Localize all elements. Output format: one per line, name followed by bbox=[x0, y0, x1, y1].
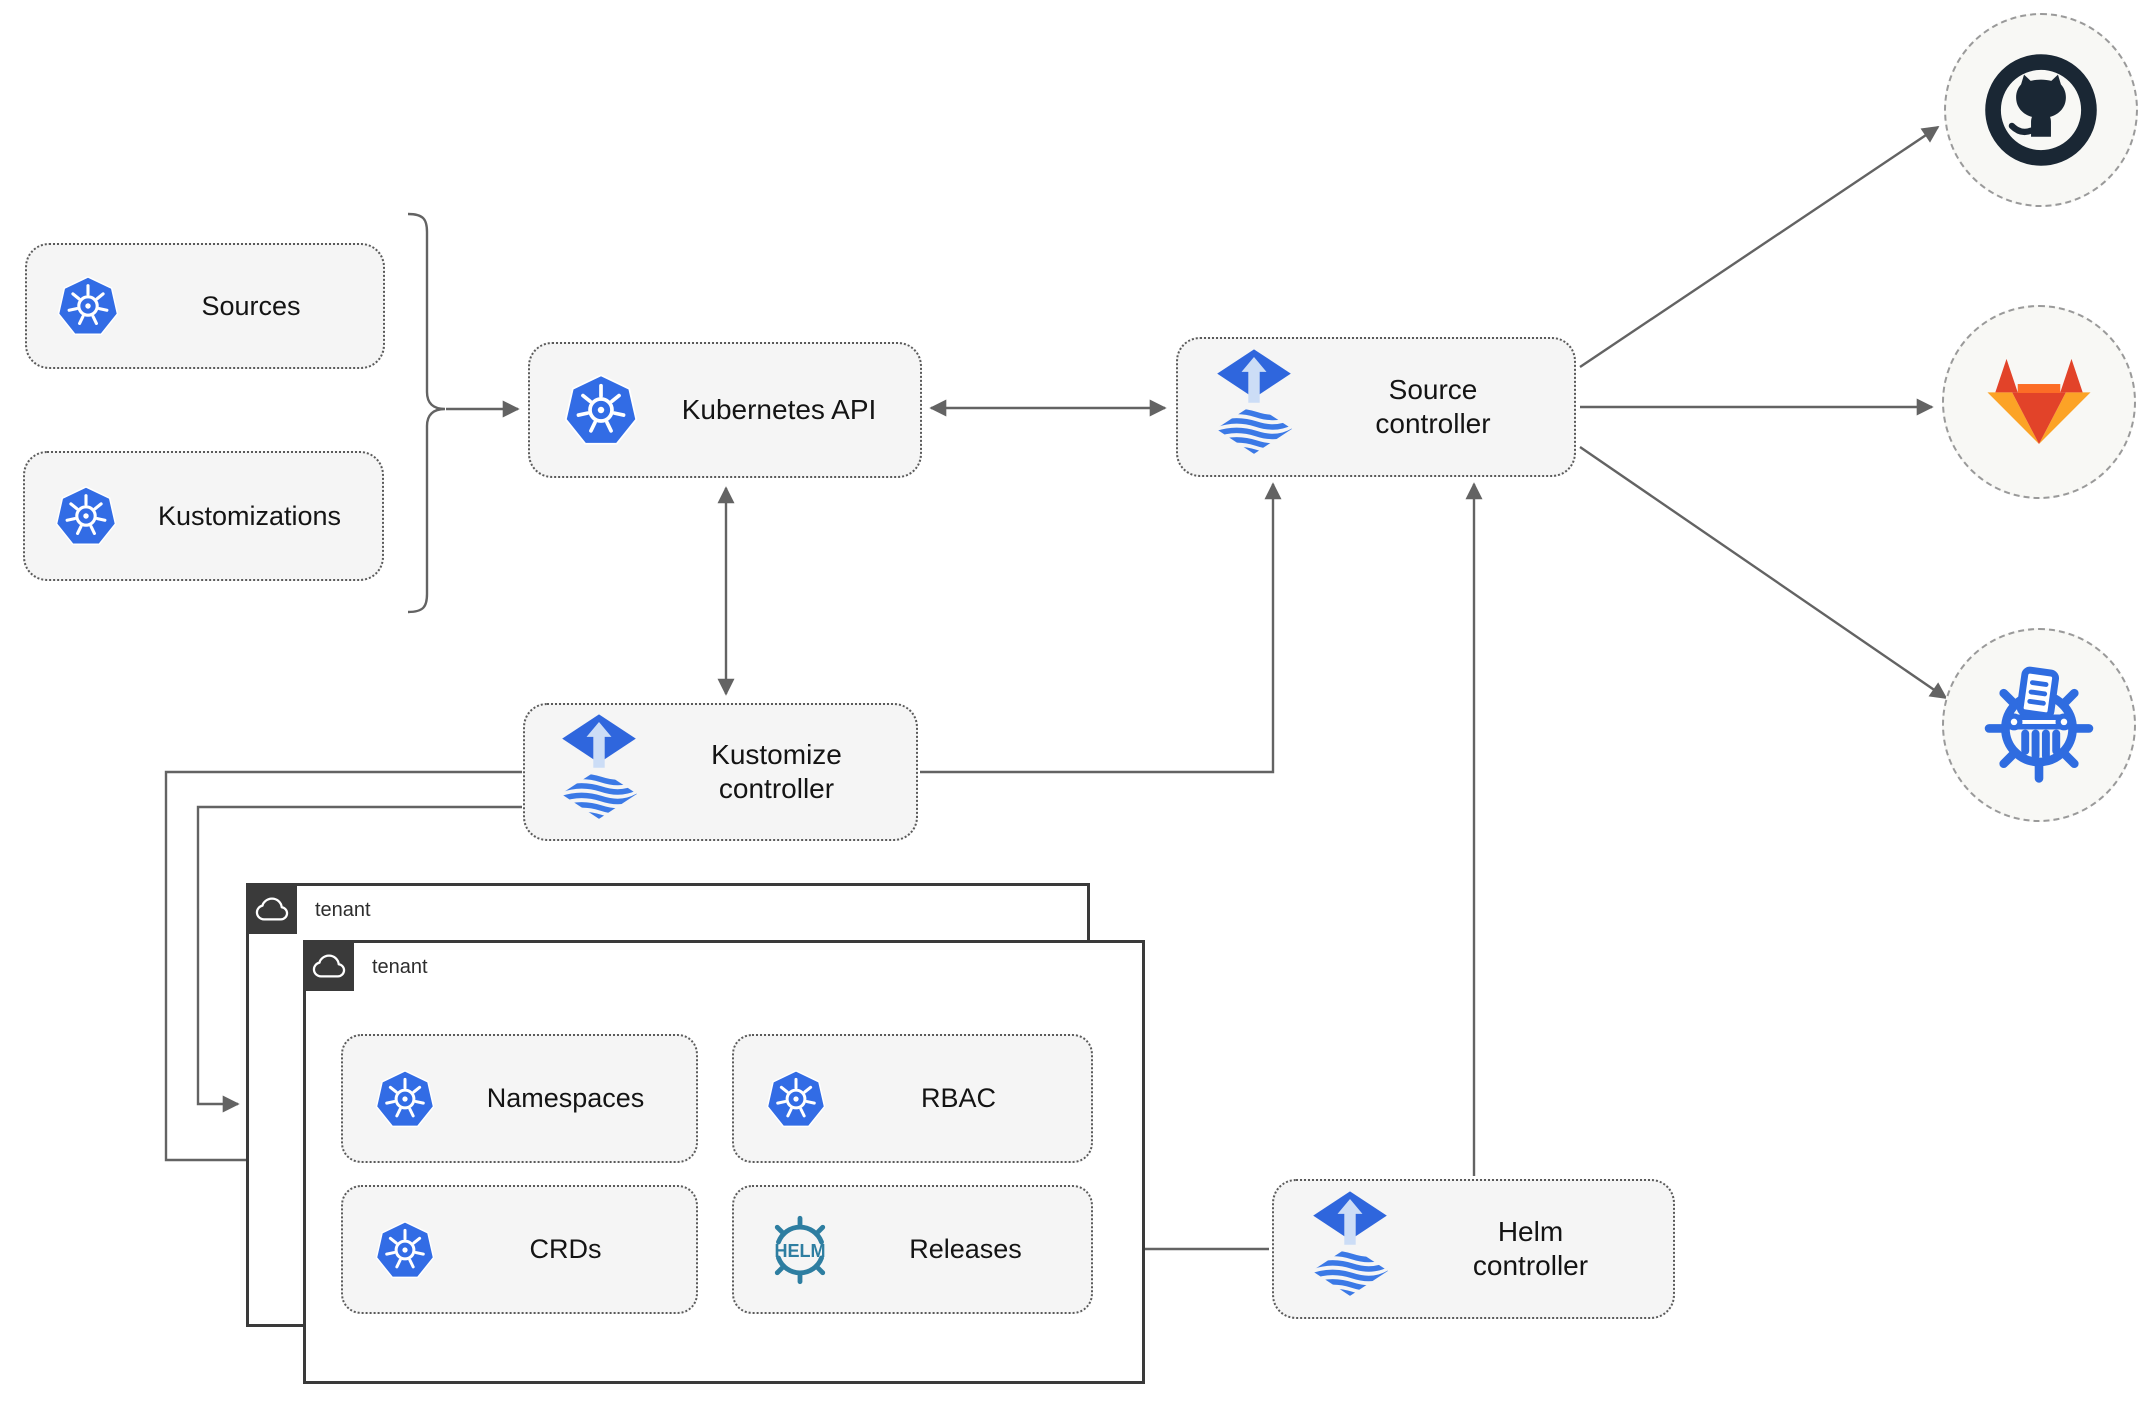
tenant-front-label: tenant bbox=[372, 956, 428, 978]
endpoint-gitlab bbox=[1942, 305, 2136, 499]
node-kubernetes-api: Kubernetes API bbox=[528, 342, 922, 478]
node-source-controller-label: Source controller bbox=[1375, 373, 1491, 439]
node-kustomizations: Kustomizations bbox=[23, 451, 384, 581]
gitlab-icon bbox=[1987, 358, 2091, 444]
tenant-back-label: tenant bbox=[315, 899, 371, 921]
kubernetes-icon bbox=[375, 1220, 435, 1280]
node-crds-label: CRDs bbox=[529, 1234, 602, 1265]
node-helm-controller: Helm controller bbox=[1272, 1179, 1675, 1319]
arrow-source-controller-to-kustomize-endpoint bbox=[1579, 446, 1948, 699]
endpoint-github bbox=[1944, 13, 2138, 207]
cloud-icon bbox=[255, 893, 289, 925]
node-kustomize-controller: Kustomize controller bbox=[523, 703, 918, 841]
tenant-front-tab bbox=[303, 940, 354, 991]
flux-icon bbox=[561, 713, 637, 832]
node-sources: Sources bbox=[25, 243, 385, 369]
kubernetes-icon bbox=[57, 275, 119, 337]
node-rbac: RBAC bbox=[732, 1034, 1093, 1163]
arrow-kustomize-controller-to-source-controller bbox=[920, 482, 1282, 774]
node-releases: HELM Releases bbox=[732, 1185, 1093, 1314]
kubernetes-icon bbox=[766, 1069, 826, 1129]
github-icon bbox=[1985, 54, 2097, 166]
kubernetes-icon bbox=[564, 373, 638, 447]
kubernetes-icon bbox=[55, 485, 117, 547]
tenant-back-tab bbox=[246, 883, 297, 934]
grouping-brace bbox=[407, 212, 446, 614]
arrow-source-controller-to-github bbox=[1579, 126, 1940, 368]
node-sources-label: Sources bbox=[201, 290, 301, 321]
kubernetes-icon bbox=[375, 1069, 435, 1129]
flux-icon bbox=[1216, 348, 1292, 467]
node-helm-controller-label: Helm controller bbox=[1472, 1215, 1589, 1281]
node-namespaces: Namespaces bbox=[341, 1034, 698, 1163]
node-kustomize-controller-label: Kustomize controller bbox=[711, 738, 842, 804]
kustomize-icon bbox=[1984, 666, 2094, 783]
node-source-controller: Source controller bbox=[1176, 337, 1576, 477]
node-crds: CRDs bbox=[341, 1185, 698, 1314]
cloud-icon bbox=[312, 950, 346, 982]
node-rbac-label: RBAC bbox=[920, 1083, 996, 1114]
flux-icon bbox=[1312, 1190, 1388, 1309]
node-kubernetes-api-label: Kubernetes API bbox=[681, 393, 877, 425]
node-kustomizations-label: Kustomizations bbox=[157, 500, 342, 531]
helm-icon: HELM bbox=[774, 1215, 826, 1284]
node-namespaces-label: Namespaces bbox=[486, 1083, 645, 1114]
helm-logo-text: HELM bbox=[774, 1241, 825, 1261]
endpoint-kustomize bbox=[1942, 628, 2136, 822]
node-releases-label: Releases bbox=[909, 1234, 1022, 1265]
